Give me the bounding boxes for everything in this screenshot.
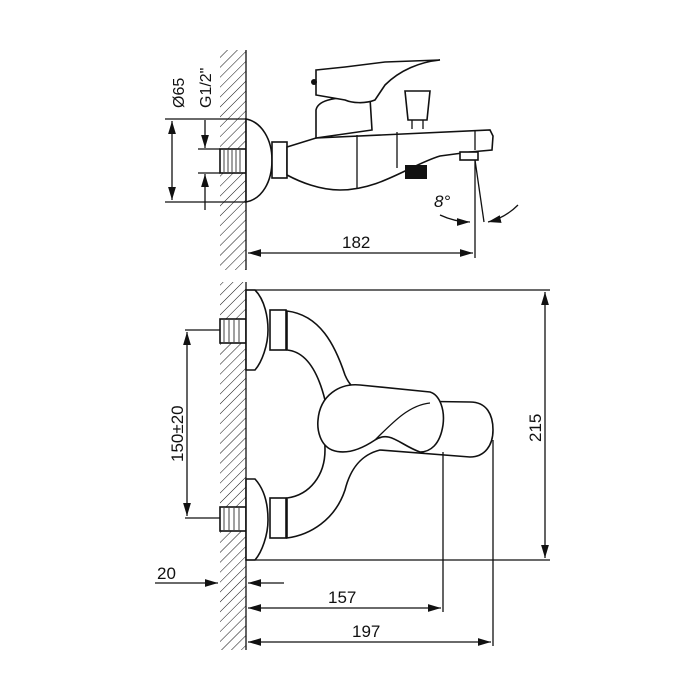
center-distance-label: 150±20: [168, 405, 187, 462]
angle-label: 8°: [434, 192, 450, 211]
flange-diameter-label: Ø65: [171, 78, 188, 108]
hex-nut-upper: [269, 309, 287, 351]
thread-size-label: G1/2": [198, 68, 215, 108]
height-215-label: 215: [526, 414, 545, 442]
cartridge-body: [315, 97, 373, 139]
depth-197-label: 197: [352, 622, 380, 641]
length-182-label: 182: [342, 233, 370, 252]
front-view: 215 150±20 20 157 197: [155, 282, 550, 650]
hex-nut-lower: [269, 497, 287, 539]
hex-nut: [271, 141, 288, 179]
depth-157-label: 157: [328, 588, 356, 607]
lever-handle-front: [317, 384, 445, 453]
flange-lower: [245, 478, 269, 561]
lever-handle: [315, 59, 441, 104]
flange-upper: [245, 289, 269, 371]
wall-offset-label: 20: [157, 564, 176, 583]
diverter-aerator: [405, 165, 427, 179]
side-view: Ø65 G1/2" 8° 182: [165, 50, 519, 270]
wall-flange: [245, 118, 273, 203]
diverter-knob: [404, 90, 431, 121]
